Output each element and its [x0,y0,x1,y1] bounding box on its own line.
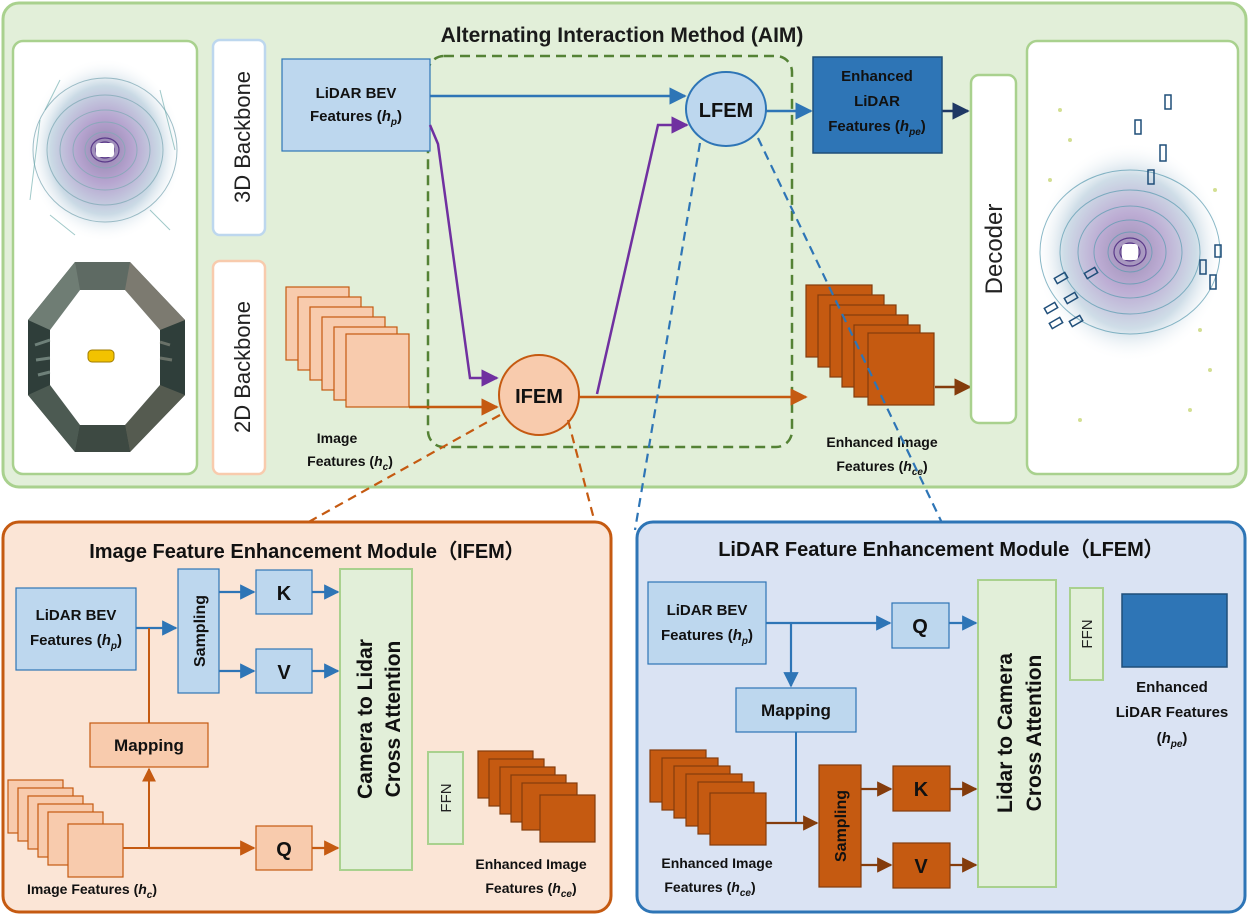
lfem-lidar-bev-line1: LiDAR BEV [667,602,748,619]
aim-ifem-label: IFEM [515,386,563,408]
ifem-image-features-label: Image Features (hc) [27,881,157,901]
lfem-attention-box: Lidar to Camera Cross Attention [977,579,1057,888]
lfem-enhanced-image-line2: Features (hce) [664,879,755,899]
lfem-enhanced-lidar-line3: (hpe) [1157,730,1188,750]
lfem-lidar-bev-line2: Features (hp) [661,627,753,647]
lfem-q-label: Q [912,616,928,638]
lfem-k-label: K [914,779,929,801]
aim-enhanced-image-line1: Enhanced Image [826,434,937,450]
aim-lidar-bev-line1: LiDAR BEV [316,85,397,102]
ifem-attention-line2: Cross Attention [382,641,405,798]
backbone-2d-box: 2D Backbone [211,259,267,476]
aim-lidar-bev-box: LiDAR BEV Features (hp) [281,58,431,152]
ifem-attention-box: Camera to Lidar Cross Attention [339,568,413,871]
aim-enhanced-image-line2: Features (hce) [836,458,927,478]
ifem-enhanced-image-line1: Enhanced Image [475,856,586,872]
lfem-enhanced-lidar-box: Enhanced LiDAR Features (hpe) [1116,593,1229,750]
connector-lines [304,137,944,531]
ifem-arrows [123,584,340,856]
ifem-lidar-bev-line1: LiDAR BEV [36,607,117,624]
aim-enhanced-lidar-line1: Enhanced [841,68,913,85]
lfem-mapping-box: Mapping [735,687,857,733]
aim-lfem-label: LFEM [699,100,753,122]
aim-lfem-node: LFEM [685,71,767,147]
ifem-q-box: Q [255,825,313,871]
ifem-lidar-bev-box: LiDAR BEV Features (hp) [15,587,137,671]
ifem-v-label: V [277,662,291,684]
lfem-ffn-box: FFN [1069,587,1104,681]
lfem-title: LiDAR Feature Enhancement Module（LFEM） [718,538,1164,561]
ifem-title: Image Feature Enhancement Module（IFEM） [89,540,525,563]
aim-enhanced-lidar-box: Enhanced LiDAR Features (hpe) [812,56,943,154]
aim-image-features-line2: Features (hc) [307,453,393,473]
ifem-ffn-box: FFN [427,751,464,845]
ifem-mapping-label: Mapping [114,736,184,755]
lfem-arrows [766,615,978,873]
input-images-panel [11,39,199,476]
lfem-mapping-label: Mapping [761,701,831,720]
interaction-region [426,54,794,449]
aim-image-features-line1: Image [317,430,358,446]
lfem-enhanced-lidar-line1: Enhanced [1136,679,1208,696]
ifem-image-features-stack: Image Features (hc) [7,779,157,901]
lfem-attention-line2: Cross Attention [1023,655,1046,812]
ifem-sampling-label: Sampling [192,595,209,667]
ifem-v-box: V [255,648,313,694]
ifem-enhanced-image-line2: Features (hce) [485,880,576,900]
aim-enhanced-lidar-line3: Features (hpe) [828,118,926,138]
decoder-box: Decoder [969,73,1018,425]
aim-enhanced-lidar-line2: LiDAR [854,93,900,110]
lfem-lidar-bev-box: LiDAR BEV Features (hp) [647,581,767,665]
lfem-enhanced-lidar-line2: LiDAR Features [1116,704,1229,721]
backbone-2d-label: 2D Backbone [230,301,255,433]
ifem-sampling-box: Sampling [177,568,220,694]
ifem-mapping-box: Mapping [89,722,209,768]
output-detection-panel [1025,39,1240,476]
lfem-v-box: V [892,842,951,889]
camera-surround-image [28,262,185,452]
detected-boxes [1043,94,1222,330]
lfem-enhanced-image-line1: Enhanced Image [661,855,772,871]
lfem-v-label: V [914,856,928,878]
ifem-enhanced-image-stack: Enhanced Image Features (hce) [475,750,596,900]
ifem-ffn-label: FFN [438,783,455,812]
decoder-label: Decoder [981,204,1008,295]
ifem-k-label: K [277,583,292,605]
aim-arrows [409,87,972,416]
lidar-pointcloud-image [27,58,183,242]
aim-image-features-stack: Image Features (hc) [285,286,410,473]
aim-lidar-bev-line2: Features (hp) [310,108,402,128]
lfem-q-box: Q [891,602,950,649]
ifem-attention-line1: Camera to Lidar [354,639,377,799]
backbone-3d-box: 3D Backbone [211,38,267,237]
lfem-sampling-label: Sampling [833,790,850,862]
backbone-3d-label: 3D Backbone [230,71,255,203]
ifem-q-label: Q [276,839,292,861]
lfem-ffn-label: FFN [1079,619,1096,648]
lfem-attention-line1: Lidar to Camera [994,653,1017,813]
lfem-k-box: K [892,765,951,812]
lfem-sampling-box: Sampling [818,764,862,888]
ifem-k-box: K [255,569,313,615]
ifem-lidar-bev-line2: Features (hp) [30,632,122,652]
aim-ifem-node: IFEM [498,354,580,436]
lfem-enhanced-image-stack: Enhanced Image Features (hce) [649,749,773,899]
aim-title: Alternating Interaction Method (AIM) [441,24,804,47]
aim-enhanced-image-stack: Enhanced Image Features (hce) [805,284,938,478]
